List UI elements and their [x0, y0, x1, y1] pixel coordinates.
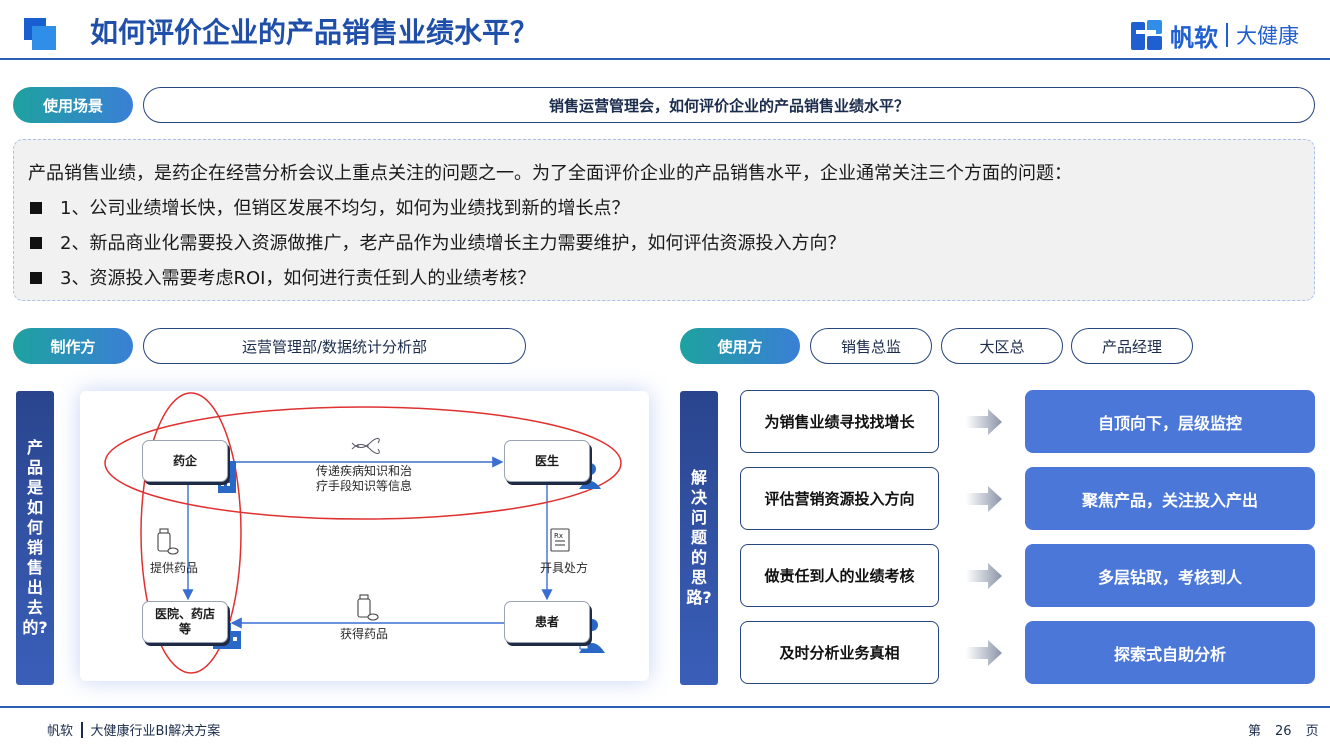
left-vertical-heading: 产品是如何销售出去的?	[16, 391, 54, 685]
svg-text:Rx: Rx	[554, 532, 563, 540]
title-logo-icon	[24, 18, 56, 50]
footer-product: 大健康行业BI解决方案	[90, 724, 221, 739]
answer-box: 聚焦产品，关注投入产出	[1025, 467, 1315, 530]
brand-logo: 帆软 大健康	[1130, 15, 1299, 55]
question-box: 为销售业绩寻找找增长	[740, 390, 939, 453]
role-sales-director: 销售总监	[810, 328, 932, 364]
role-regional-manager: 大区总	[941, 328, 1063, 364]
answer-box: 多层钻取，考核到人	[1025, 544, 1315, 607]
intro-box: 产品销售业绩，是药企在经营分析会议上重点关注的问题之一。为了全面评价企业的产品销…	[13, 139, 1315, 301]
node-pharma: 药企	[142, 440, 228, 482]
maker-value: 运营管理部/数据统计分析部	[143, 328, 526, 364]
arrow-right-icon	[966, 640, 1002, 666]
label-supply: 提供药品	[149, 561, 198, 575]
bullet-square-icon	[30, 202, 42, 214]
arrow-right-icon	[966, 486, 1002, 512]
node-patient: 患者	[504, 601, 590, 643]
brand-subtitle: 大健康	[1236, 24, 1299, 48]
prescription-icon: Rx	[550, 528, 570, 552]
users-label: 使用方	[680, 328, 800, 364]
footer-brand-name: 帆软	[47, 724, 74, 739]
page-title: 如何评价企业的产品销售业绩水平？	[90, 16, 539, 49]
footer-brand: 帆软 大健康行业BI解决方案	[47, 720, 220, 739]
intro-point: 3、资源投入需要考虑ROI，如何进行责任到人的业绩考核？	[28, 261, 1298, 296]
scenario-value: 销售运营管理会，如何评价企业的产品销售业绩水平？	[143, 87, 1315, 123]
label-knowledge: 传递疾病知识和治疗手段知识等信息	[315, 464, 412, 493]
label-obtain: 获得药品	[339, 627, 388, 641]
arrow-right-icon	[966, 409, 1002, 435]
answer-box: 探索式自助分析	[1025, 621, 1315, 684]
footer-divider	[0, 706, 1330, 708]
brand-divider	[1226, 23, 1228, 47]
sales-flow-diagram: Rx 药企 医生 医院、药店等 患者 传递疾病知识和治疗手段知识等信息 提供药品…	[80, 391, 649, 681]
question-box: 评估营销资源投入方向	[740, 467, 939, 530]
intro-point: 1、公司业绩增长快，但销区发展不均匀，如何为业绩找到新的增长点？	[28, 191, 1298, 226]
bullet-square-icon	[30, 272, 42, 284]
dna-icon	[351, 438, 380, 454]
intro-point: 2、新品商业化需要投入资源做推广，老产品作为业绩增长主力需要维护，如何评估资源投…	[28, 226, 1298, 261]
node-hospital: 医院、药店等	[142, 601, 228, 643]
medicine-bottle-icon	[357, 594, 379, 621]
footer-separator	[81, 721, 83, 738]
arrow-right-icon	[966, 563, 1002, 589]
answer-box: 自顶向下，层级监控	[1025, 390, 1315, 453]
brand-name: 帆软	[1170, 23, 1218, 52]
intro-lead: 产品销售业绩，是药企在经营分析会议上重点关注的问题之一。为了全面评价企业的产品销…	[28, 163, 1072, 184]
bullet-square-icon	[30, 237, 42, 249]
scenario-label: 使用场景	[13, 87, 133, 123]
header-divider	[0, 58, 1330, 60]
right-vertical-heading: 解决问题的思路?	[680, 391, 718, 685]
question-box: 做责任到人的业绩考核	[740, 544, 939, 607]
fanruan-logo-icon	[1131, 20, 1162, 50]
medicine-bottle-icon	[157, 528, 179, 555]
role-product-manager: 产品经理	[1071, 328, 1193, 364]
question-box: 及时分析业务真相	[740, 621, 939, 684]
label-prescribe: 开具处方	[539, 561, 588, 575]
node-doctor: 医生	[504, 440, 590, 482]
maker-label: 制作方	[13, 328, 133, 364]
